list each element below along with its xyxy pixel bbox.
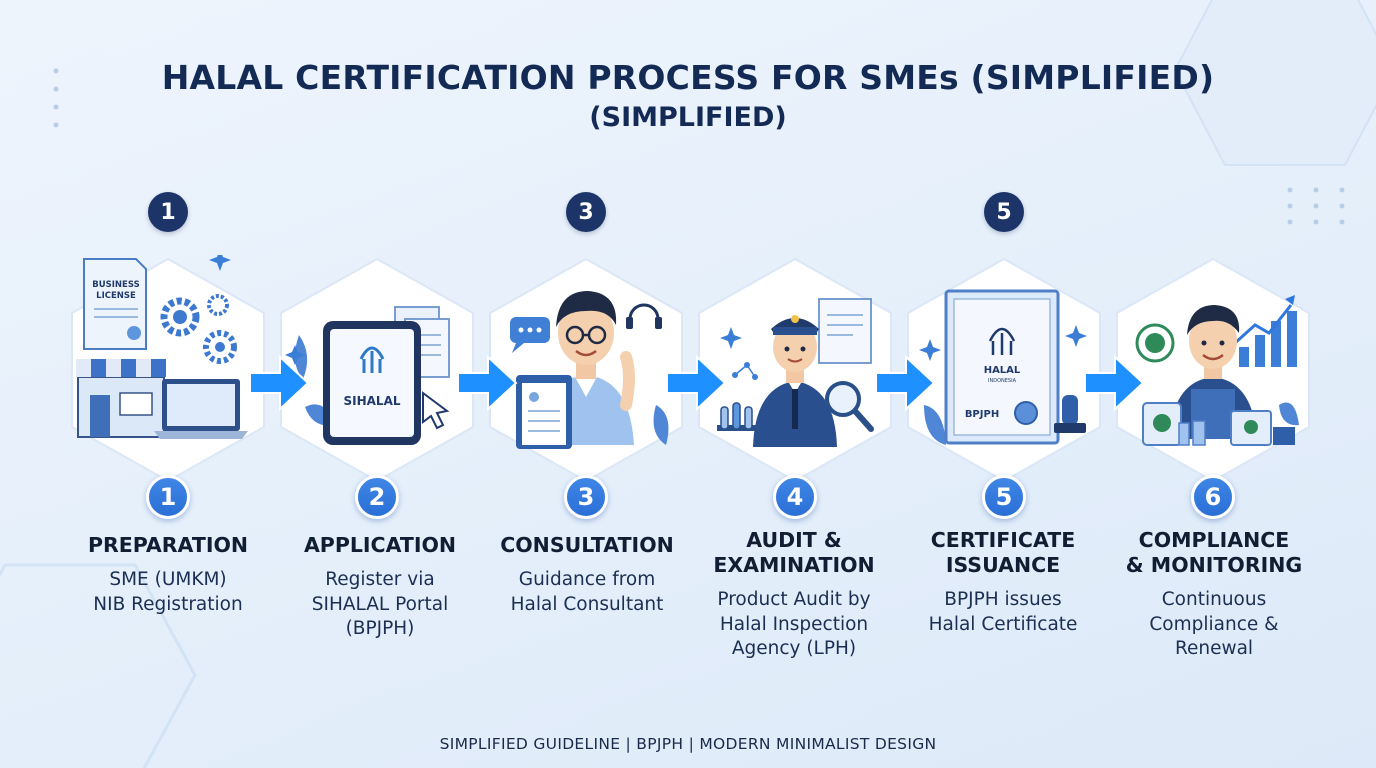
footer-caption: SIMPLIFIED GUIDELINE | BPJPH | MODERN MI…	[439, 735, 937, 753]
step-number-badge: 2	[355, 475, 399, 519]
step-title: APPLICATION	[303, 533, 457, 557]
consultant-icon	[510, 291, 669, 449]
top-step-badge-5: 5	[984, 192, 1024, 232]
svg-text:SIHALAL: SIHALAL	[343, 394, 400, 408]
step-number-badge: 5	[982, 475, 1026, 519]
step-card-3: 3	[486, 255, 686, 519]
step-title: PREPARATION	[87, 533, 249, 557]
step-number-badge: 3	[564, 475, 608, 519]
step-number-badge: 1	[146, 475, 190, 519]
page-subtitle: (SIMPLIFIED)	[589, 102, 787, 133]
flow-arrow-2-3	[457, 355, 518, 411]
top-step-badge-3: 3	[566, 192, 606, 232]
step-card-4: 4	[695, 255, 895, 519]
step-number-badge: 4	[773, 475, 817, 519]
background-dots-right	[1287, 187, 1345, 225]
step-card-2: SIHALAL 2	[277, 255, 477, 519]
step-card-6: 6	[1113, 255, 1313, 519]
flow-arrow-3-4	[666, 355, 727, 411]
svg-text:HALAL: HALAL	[984, 365, 1021, 376]
vendor-growth-icon	[1135, 295, 1299, 446]
step-card-5: HALAL INDONESIA BPJPH 5	[904, 255, 1104, 519]
top-step-badge-1: 1	[148, 192, 188, 232]
step-title: CONSULTATION	[500, 533, 674, 557]
svg-text:BPJPH: BPJPH	[965, 409, 999, 420]
flow-arrow-4-5	[875, 355, 936, 411]
svg-text:INDONESIA: INDONESIA	[988, 378, 1017, 384]
step-card-1: BUSINESS LICENSE 1	[68, 255, 268, 519]
auditor-icon	[717, 298, 874, 447]
step-title: COMPLIANCE& MONITORING	[1125, 528, 1303, 577]
certificate-stamp-icon: HALAL INDONESIA BPJPH	[919, 289, 1087, 445]
page-title: HALAL CERTIFICATION PROCESS FOR SMEs (SI…	[161, 58, 1215, 97]
svg-text:LICENSE: LICENSE	[96, 291, 136, 301]
step-number-badge: 6	[1191, 475, 1235, 519]
svg-text:BUSINESS: BUSINESS	[92, 280, 139, 290]
flow-arrow-5-6	[1084, 355, 1145, 411]
tablet-sihalal-icon: SIHALAL	[285, 306, 450, 445]
store-license-gears-icon: BUSINESS LICENSE	[76, 255, 248, 439]
step-title: AUDIT &EXAMINATION	[713, 528, 875, 577]
step-label-1: PREPARATION SME (UMKM)NIB Registration	[58, 533, 278, 617]
flow-arrow-1-2	[249, 355, 310, 411]
step-description: SME (UMKM)NIB Registration	[93, 569, 243, 615]
